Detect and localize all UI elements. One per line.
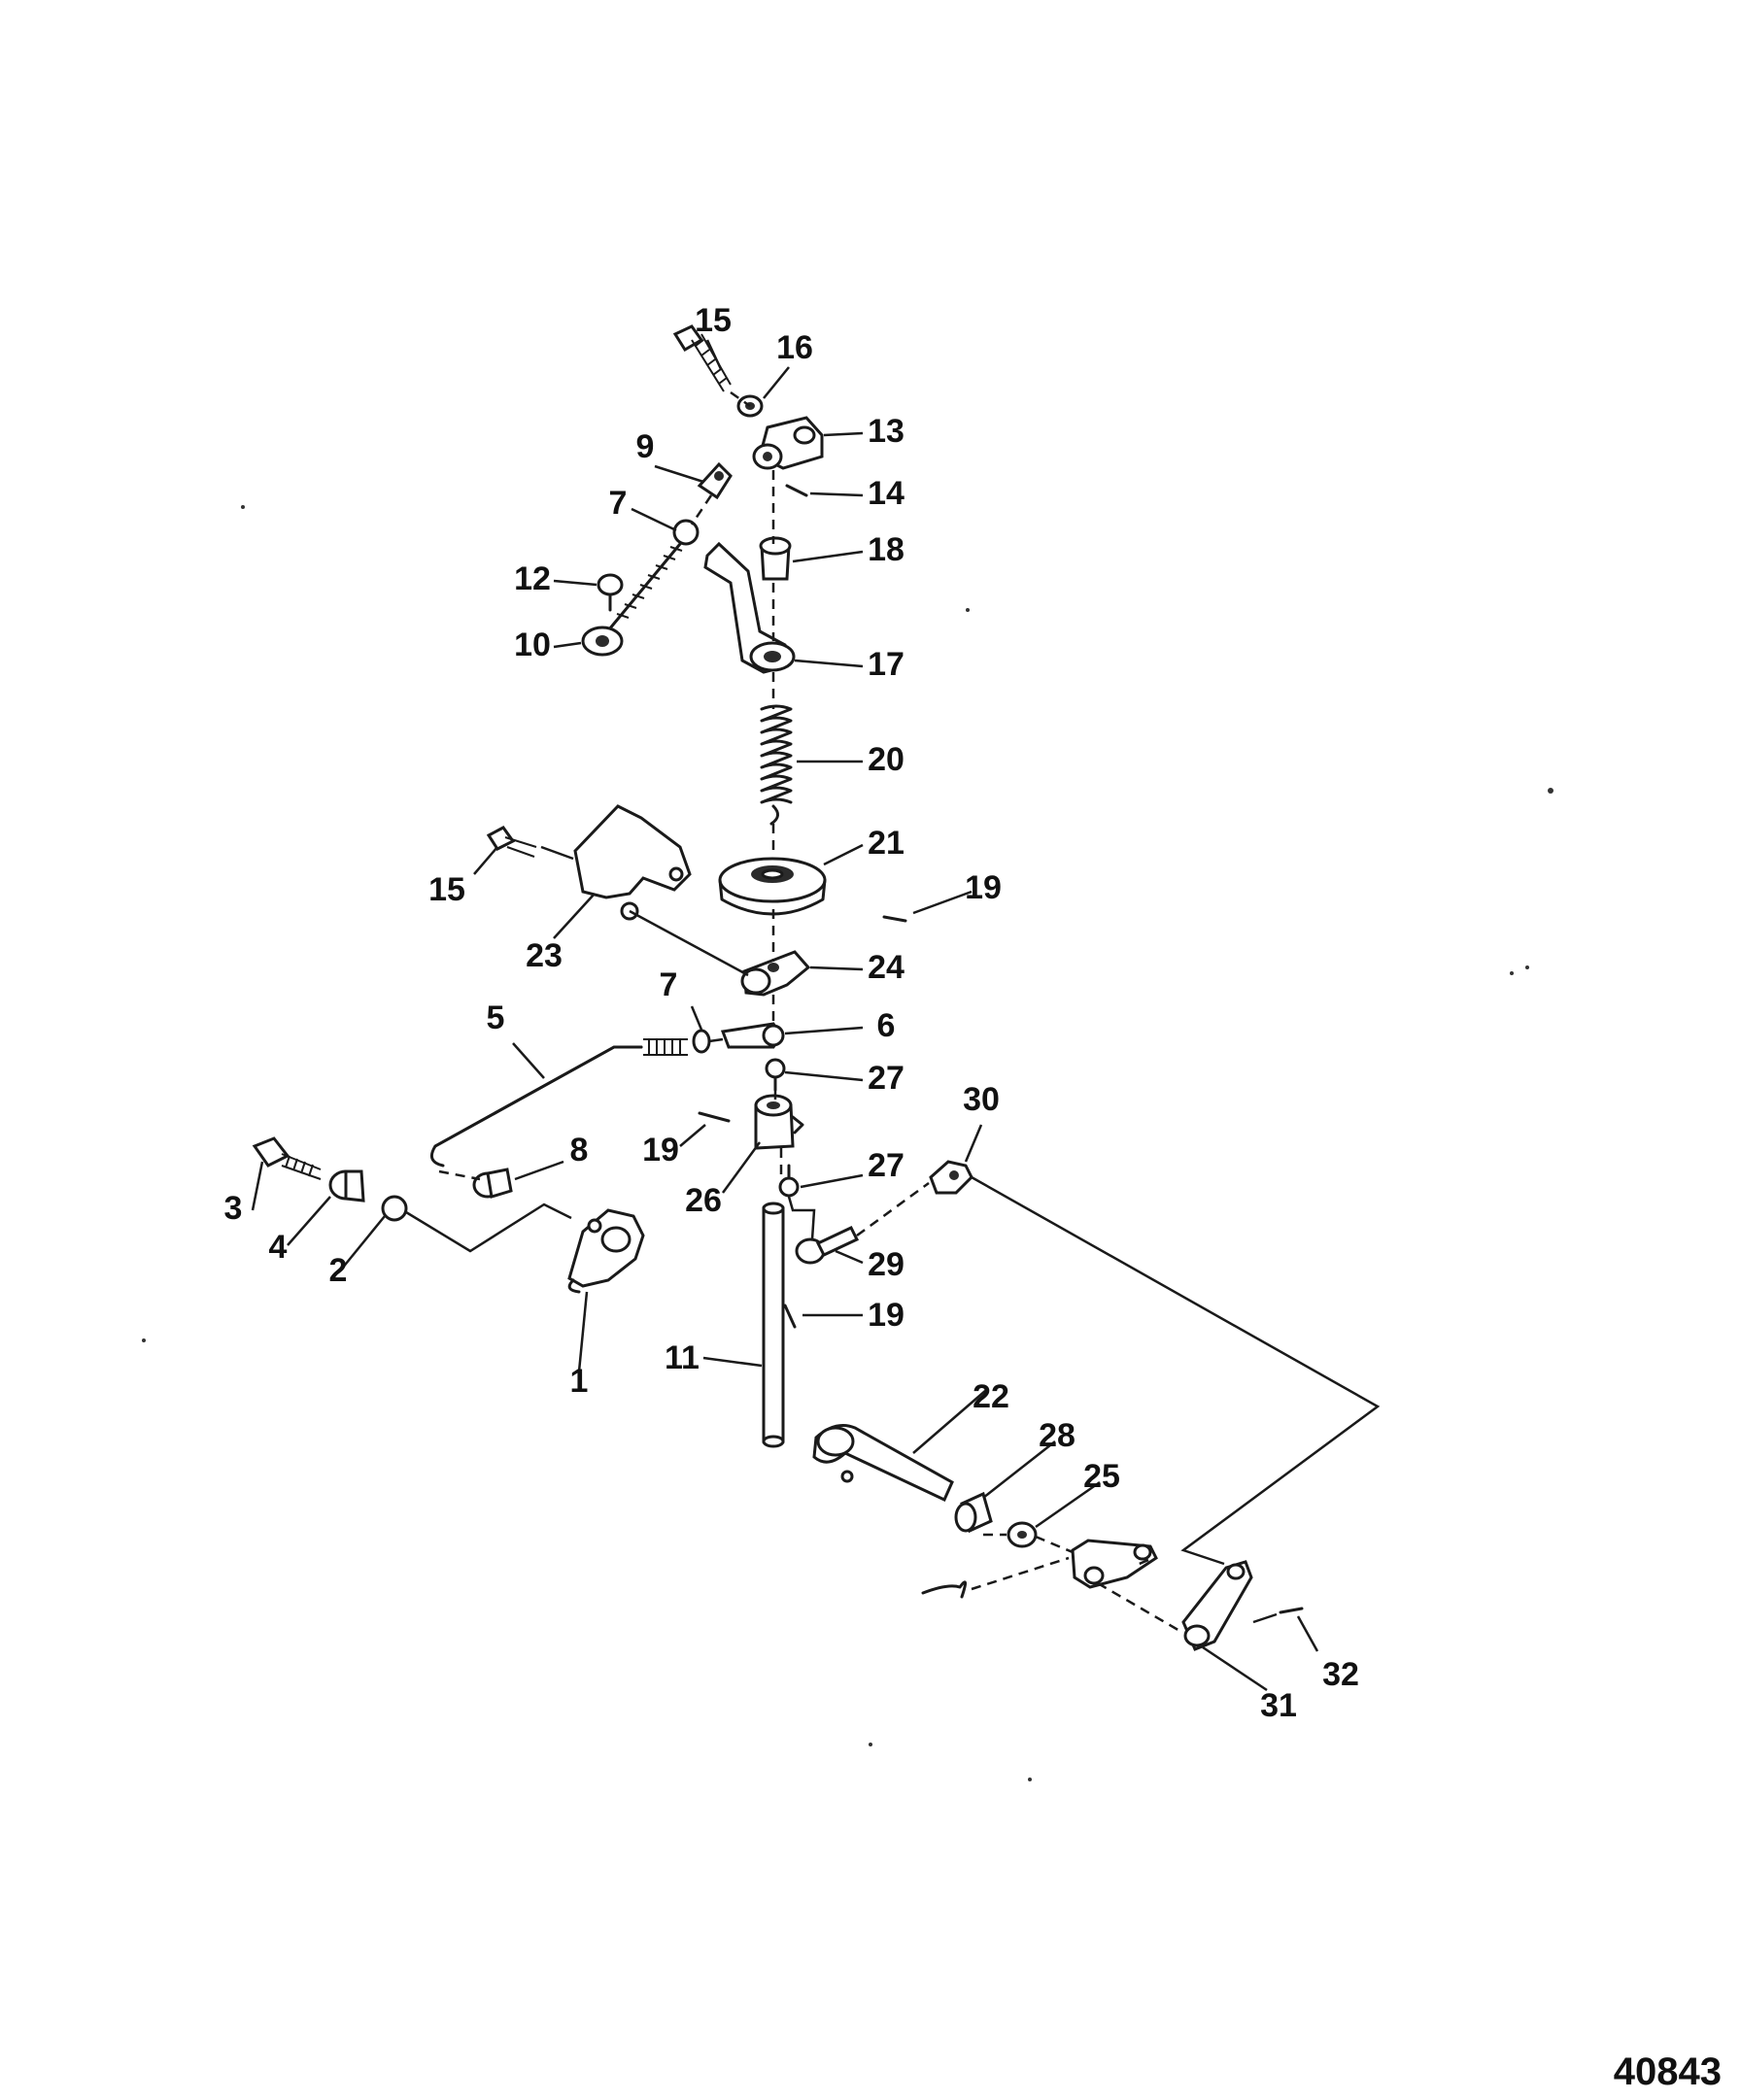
callout-9: 9 xyxy=(636,428,655,465)
part-lever-bracket xyxy=(1071,1539,1158,1589)
callout-15-top: 15 xyxy=(695,302,732,339)
callout-19-upper: 19 xyxy=(965,869,1002,906)
callout-26: 26 xyxy=(685,1182,722,1219)
callout-21: 21 xyxy=(868,825,905,862)
part-threaded-link-rod xyxy=(607,542,683,631)
part-30-link-end xyxy=(929,1160,973,1195)
callout-31: 31 xyxy=(1260,1687,1297,1724)
callout-12: 12 xyxy=(514,560,551,597)
callout-23: 23 xyxy=(526,937,563,974)
part-7-washer-lower xyxy=(692,1029,711,1054)
part-5-rod xyxy=(429,1038,688,1168)
callout-27-lower: 27 xyxy=(868,1147,905,1184)
callout-32: 32 xyxy=(1322,1656,1359,1693)
callout-22: 22 xyxy=(973,1378,1009,1415)
part-3-bolt xyxy=(252,1136,322,1180)
part-cable-end xyxy=(921,1580,967,1599)
callout-11: 11 xyxy=(665,1339,700,1376)
part-29-ball-stud xyxy=(795,1226,860,1265)
part-2-washer xyxy=(381,1195,408,1222)
part-19-pin-upper xyxy=(882,915,907,923)
callout-1: 1 xyxy=(570,1363,589,1400)
part-17-lever-arm xyxy=(703,541,796,674)
part-6-connector xyxy=(720,1022,785,1049)
part-7-clip-upper xyxy=(672,519,700,546)
part-25-washer xyxy=(1007,1521,1038,1548)
part-28-bushing xyxy=(954,1491,993,1534)
part-27-fitting-upper xyxy=(765,1058,786,1092)
callout-7-lower: 7 xyxy=(660,966,678,1003)
part-27-fitting-lower xyxy=(778,1164,800,1198)
callout-16: 16 xyxy=(776,329,813,366)
callout-10: 10 xyxy=(514,627,551,663)
part-10-ball-joint xyxy=(581,626,624,657)
part-19-pin-mid xyxy=(698,1111,731,1123)
part-15-bolt-top xyxy=(672,324,732,392)
part-4-spacer xyxy=(328,1169,365,1202)
part-23-bracket xyxy=(573,804,692,921)
callout-19-lower: 19 xyxy=(868,1297,905,1334)
part-14-pin xyxy=(785,484,808,497)
callout-leaders xyxy=(251,339,1319,1692)
callout-24: 24 xyxy=(868,949,905,986)
part-21-drum xyxy=(718,857,827,916)
part-13-clamp xyxy=(752,416,824,470)
callout-19-mid: 19 xyxy=(642,1132,679,1169)
callout-13: 13 xyxy=(868,413,905,450)
callout-6: 6 xyxy=(877,1007,896,1044)
part-24-clamp-block xyxy=(740,950,811,997)
callout-27-upper: 27 xyxy=(868,1060,905,1097)
part-31-lever xyxy=(1181,1560,1253,1651)
callout-7-upper: 7 xyxy=(609,485,628,522)
assembly-lines xyxy=(405,390,1381,1634)
callout-30: 30 xyxy=(963,1081,1000,1118)
callout-2: 2 xyxy=(329,1252,348,1289)
callout-5: 5 xyxy=(487,999,505,1036)
callout-29: 29 xyxy=(868,1246,905,1283)
callout-14: 14 xyxy=(868,475,905,512)
part-20-spring xyxy=(760,704,793,826)
part-18-bushing xyxy=(759,536,792,581)
callout-8: 8 xyxy=(570,1132,589,1169)
part-11-shaft xyxy=(762,1202,785,1448)
part-22-lever-shaft xyxy=(812,1424,954,1503)
part-15-bolt-bracket xyxy=(486,826,537,858)
part-8-bushing xyxy=(472,1168,513,1199)
callout-25: 25 xyxy=(1083,1458,1120,1495)
callout-20: 20 xyxy=(868,741,905,778)
callout-28: 28 xyxy=(1039,1417,1075,1454)
part-12-fitting xyxy=(597,573,624,612)
callout-18: 18 xyxy=(868,531,905,568)
callout-15-bracket: 15 xyxy=(428,871,465,908)
part-32-spring-pin xyxy=(1279,1607,1304,1614)
callout-3: 3 xyxy=(224,1190,243,1227)
part-19-pin-lower xyxy=(783,1304,797,1329)
figure-id: 40843 xyxy=(1614,2050,1722,2093)
scan-specks xyxy=(142,505,1553,1781)
part-1-cam-plate xyxy=(567,1208,645,1294)
part-9-connector xyxy=(697,461,733,500)
callout-4: 4 xyxy=(269,1229,288,1266)
callout-17: 17 xyxy=(868,646,905,683)
part-26-collar xyxy=(754,1094,804,1150)
callout-labels: 15 16 13 9 14 7 18 12 10 17 20 21 15 19 … xyxy=(224,302,1359,1724)
